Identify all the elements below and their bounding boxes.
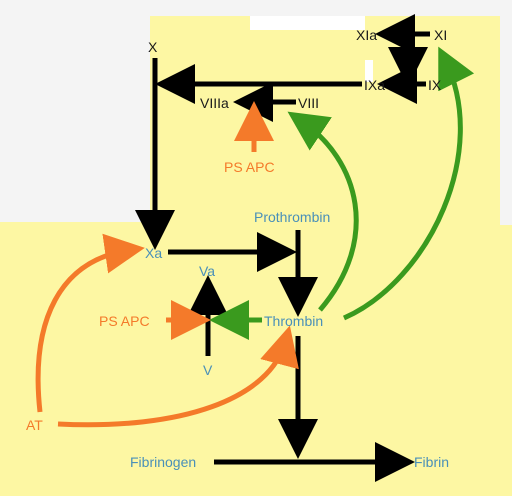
arrow-thrombin-to-xi	[342, 46, 475, 321]
label-xi: XI	[434, 27, 447, 43]
arrow-at-to-xa	[35, 233, 145, 413]
white-notch	[250, 16, 365, 30]
green-arrows	[209, 46, 475, 340]
white-notch-2	[365, 60, 373, 82]
orange-arrows	[35, 101, 299, 428]
label-ix: IX	[428, 77, 442, 93]
label-viii: VIII	[298, 95, 319, 111]
label-xa: Xa	[145, 245, 162, 261]
label-at: AT	[26, 417, 43, 433]
label-fibrinogen: Fibrinogen	[130, 454, 196, 470]
label-ps-apc-top: PS APC	[224, 159, 275, 175]
label-va: Va	[199, 263, 215, 279]
label-prothrombin: Prothrombin	[254, 209, 330, 225]
label-x: X	[148, 39, 158, 55]
label-v: V	[203, 362, 213, 378]
label-fibrin: Fibrin	[414, 454, 449, 470]
label-thrombin: Thrombin	[264, 313, 323, 329]
label-ixa: IXa	[364, 77, 385, 93]
label-ps-apc-mid: PS APC	[99, 313, 150, 329]
arrow-thrombin-to-viii	[287, 111, 359, 312]
label-xia: XIa	[356, 27, 377, 43]
background-panel	[0, 16, 512, 496]
label-viiia: VIIIa	[200, 95, 229, 111]
arrow-at-to-thrombin	[57, 325, 299, 428]
